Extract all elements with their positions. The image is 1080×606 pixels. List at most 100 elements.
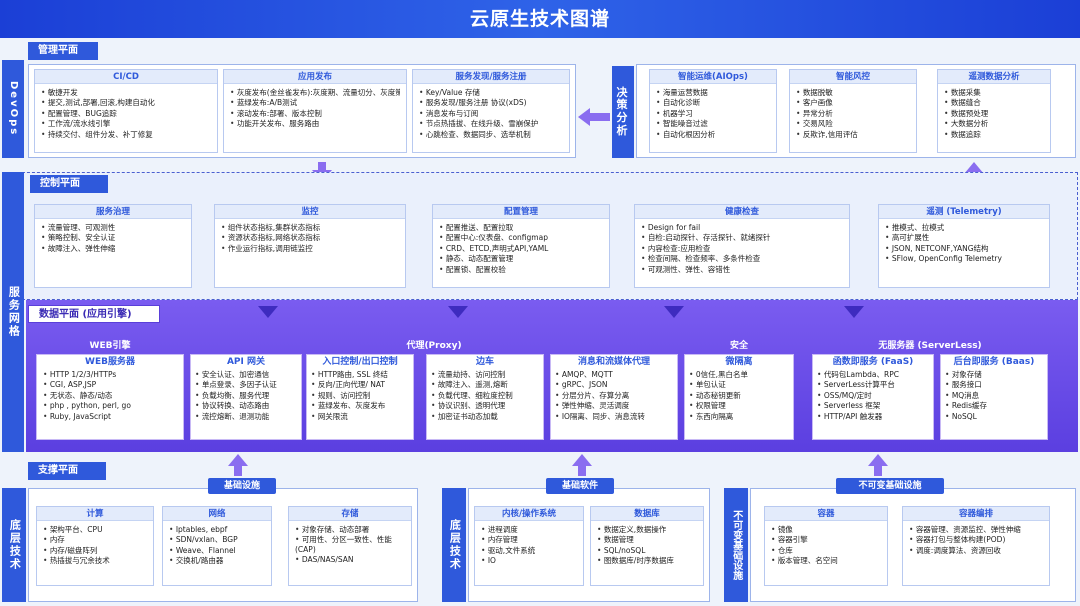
- web-engine-title: WEB引擎: [89, 341, 131, 351]
- storage-card: 存储 对象存储、动态部署 可用性、分区一致性、性能(CAP) DAS/NAS/S…: [288, 506, 412, 586]
- list-item: 版本管理、名空间: [771, 556, 881, 566]
- item-list: 流量管理、可观测性 策略控制、安全认证 故障注入、弹性伸缩: [35, 219, 191, 258]
- item-list: Iptables, ebpf SDN/vxlan、BGP Weave、Flann…: [163, 521, 271, 571]
- item-list: 对象存储、动态部署 可用性、分区一致性、性能(CAP) DAS/NAS/SAN: [289, 521, 411, 570]
- list-item: 敏捷开发: [41, 88, 211, 98]
- list-item: SDN/vxlan、BGP: [169, 535, 265, 545]
- list-item: 功能开关发布、服务路由: [230, 119, 400, 129]
- list-item: 无状态、静态/动态: [43, 391, 177, 401]
- list-item: 自动化根因分析: [656, 130, 770, 140]
- list-item: 组件状态指标,集群状态指标: [221, 223, 399, 233]
- list-item: 海量运营数据: [656, 88, 770, 98]
- item-list: HTTP 1/2/3/HTTPs CGI, ASP,JSP 无状态、静态/动态 …: [37, 369, 183, 426]
- web-engine-group: WEB引擎 WEB服务器 HTTP 1/2/3/HTTPs CGI, ASP,J…: [36, 338, 184, 440]
- arrow-down-icon: [258, 306, 278, 318]
- list-item: 资源状态指标,网络状态指标: [221, 233, 399, 243]
- arrow-stem: [874, 466, 882, 476]
- service-mesh-label: 服务网格: [2, 172, 24, 452]
- item-list: 进程调度 内存管理 驱动,文件系统 IO: [475, 521, 583, 571]
- card-subtitle: 后台即服务 (Baas): [953, 357, 1035, 367]
- list-item: IO: [481, 556, 577, 566]
- list-item: 自动化诊断: [656, 98, 770, 108]
- list-item: 容器引擎: [771, 535, 881, 545]
- security-title: 安全: [729, 341, 748, 351]
- list-item: 流量管理、可观测性: [41, 223, 185, 233]
- list-item: 策略控制、安全认证: [41, 233, 185, 243]
- list-item: 对象存储、动态部署: [295, 525, 405, 535]
- arrow-down-icon: [844, 306, 864, 318]
- list-item: 数据预处理: [944, 109, 1044, 119]
- decision-panel: 智能运维(AIOps) 海量运营数据 自动化诊断 机器学习 智能噪音过滤 自动化…: [636, 64, 1076, 158]
- list-item: 推模式、拉模式: [885, 223, 1043, 233]
- list-item: 静态、动态配置管理: [439, 254, 603, 264]
- item-list: 镜像 容器引擎 仓库 版本管理、名空间: [765, 521, 887, 571]
- item-list: AMQP、MQTT gRPC、JSON 分层分片、存算分离 弹性伸缩、灵活调度 …: [551, 369, 677, 423]
- arrow-down-icon: [448, 306, 468, 318]
- card-title: 智能风控: [790, 70, 916, 84]
- list-item: 加密证书动态加载: [431, 412, 539, 422]
- card-title: CI/CD: [35, 70, 217, 84]
- card-title: 遥测数据分析: [938, 70, 1050, 84]
- card-title: 监控: [215, 205, 405, 219]
- bottom-tech-label-2: 底层技术: [442, 488, 466, 602]
- card-title: 容器: [765, 507, 887, 521]
- arrow-stem: [318, 162, 326, 170]
- card-title: 内核/操作系统: [475, 507, 583, 521]
- list-item: 容器管理、资源监控、弹性伸缩: [909, 525, 1043, 535]
- list-item: 负载代理、细粒度控制: [431, 391, 539, 401]
- item-list: 配置推送、配置拉取 配置中心:仪表盘、configmap CRD、ETCD,声明…: [433, 219, 609, 279]
- list-item: 对象存储: [945, 370, 1043, 380]
- cicd-card: CI/CD 敏捷开发 提交,测试,部署,回滚,构建自动化 配置管理、BUG追踪 …: [34, 69, 218, 153]
- list-item: 蓝绿发布:A/B测试: [230, 98, 400, 108]
- list-item: 配置推送、配置拉取: [439, 223, 603, 233]
- list-item: 协议识别、透明代理: [431, 401, 539, 411]
- list-item: 消息发布与订阅: [419, 109, 563, 119]
- list-item: 检查间隔、检查频率、多条件检查: [641, 254, 843, 264]
- data-plane-header: 数据平面 (应用引擎): [28, 305, 160, 323]
- list-item: Weave、Flannel: [169, 546, 265, 556]
- list-item: 规则、访问控制: [311, 391, 409, 401]
- item-list: 架构平台、CPU 内存 内存/磁盘阵列 热插拔与冗余技术: [37, 521, 153, 571]
- list-item: SQL/noSQL: [597, 546, 697, 556]
- list-item: 灰度发布(金丝雀发布):灰度期、流量切分、灰度策略: [230, 88, 400, 98]
- immutable-label: 不可变基础设施: [836, 478, 944, 494]
- container-card: 容器 镜像 容器引擎 仓库 版本管理、名空间: [764, 506, 888, 586]
- list-item: CRD、ETCD,声明式API,YAML: [439, 244, 603, 254]
- list-item: 权限管理: [689, 401, 789, 411]
- list-item: 驱动,文件系统: [481, 546, 577, 556]
- database-card: 数据库 数据定义,数据操作 数据管理 SQL/noSQL 图数据库/时序数据库: [590, 506, 704, 586]
- list-item: 单包认证: [689, 380, 789, 390]
- item-list: 对象存储 服务接口 MQ消息 Redis缓存 NoSQL: [941, 369, 1047, 423]
- list-item: 交易风险: [796, 119, 910, 129]
- card-title: 健康检查: [635, 205, 849, 219]
- list-item: IO隔离、同步、消息流转: [555, 412, 673, 422]
- list-item: 持续交付、组件分发、补丁修复: [41, 130, 211, 140]
- list-item: 单点登录、多因子认证: [195, 380, 297, 390]
- list-item: MQ消息: [945, 391, 1043, 401]
- list-item: 心跳检查、数据同步、选举机制: [419, 130, 563, 140]
- list-item: 热插拔与冗余技术: [43, 556, 147, 566]
- telemetry-card: 遥测 (Telemetry) 推模式、拉模式 高可扩展性 JSON, NETCO…: [878, 204, 1050, 288]
- list-item: NoSQL: [945, 412, 1043, 422]
- card-subtitle: 微隔离: [725, 357, 753, 367]
- list-item: Redis缓存: [945, 401, 1043, 411]
- list-item: 安全认证、加密通信: [195, 370, 297, 380]
- list-item: 内存/磁盘阵列: [43, 546, 147, 556]
- card-title: 计算: [37, 507, 153, 521]
- list-item: 大数据分析: [944, 119, 1044, 129]
- list-item: 滚动发布:部署、版本控制: [230, 109, 400, 119]
- list-item: 工作流/流水线引擎: [41, 119, 211, 129]
- arrow-stem: [234, 466, 242, 476]
- card-title: 服务发现/服务注册: [413, 70, 569, 84]
- network-card: 网络 Iptables, ebpf SDN/vxlan、BGP Weave、Fl…: [162, 506, 272, 586]
- list-item: Serverless 框架: [817, 401, 929, 411]
- security-group: 安全 微隔离 0信任,黑白名单 单包认证 动态秘钥更新 权限管理 东西向隔离: [684, 338, 794, 440]
- infra-label: 基础设施: [208, 478, 276, 494]
- list-item: 节点热插拔、在线升级、雪崩保护: [419, 119, 563, 129]
- config-management-card: 配置管理 配置推送、配置拉取 配置中心:仪表盘、configmap CRD、ET…: [432, 204, 610, 288]
- card-subtitle: 边车: [475, 357, 494, 367]
- list-item: 服务发现/服务注册 协议(xDS): [419, 98, 563, 108]
- item-list: 容器管理、资源监控、弹性伸缩 容器打包与整体构建(POD) 调度:调度算法、资源…: [903, 521, 1049, 560]
- list-item: 仓库: [771, 546, 881, 556]
- card-title: 数据库: [591, 507, 703, 521]
